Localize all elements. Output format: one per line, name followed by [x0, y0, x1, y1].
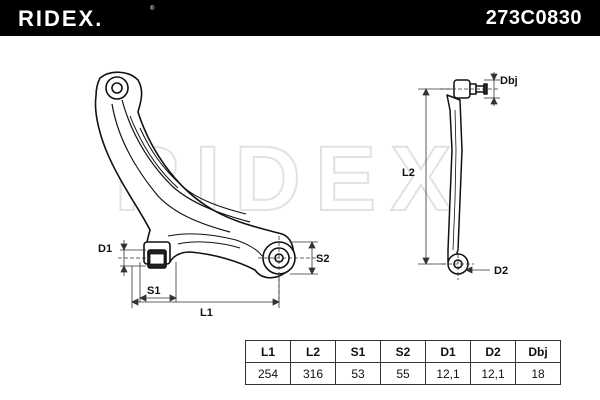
- spec-value-cell: 12,1: [425, 362, 471, 385]
- side-view-arm: [446, 79, 488, 275]
- brand-logo: RIDEX.: [18, 6, 104, 31]
- spec-header-cell: L1: [245, 340, 291, 363]
- label-dbj: Dbj: [500, 75, 518, 87]
- dimension-dbj: [484, 72, 500, 106]
- spec-header-cell: D1: [425, 340, 471, 363]
- dimension-l1: [131, 266, 280, 308]
- spec-table-header-row: L1 L2 S1 S2 D1 D2 Dbj: [245, 340, 561, 363]
- spec-value-cell: 316: [290, 362, 336, 385]
- spec-header-cell: D2: [470, 340, 516, 363]
- registered-mark: ®: [150, 6, 155, 12]
- spec-table-value-row: 254 316 53 55 12,1 12,1 18: [245, 362, 561, 385]
- dimension-d1: [120, 240, 146, 276]
- label-s2: S2: [316, 253, 329, 265]
- spec-header-cell: Dbj: [515, 340, 561, 363]
- header-bar: RIDEX. ® 273C0830: [0, 0, 600, 36]
- dimension-s1: [139, 262, 177, 302]
- spec-header-cell: S1: [335, 340, 381, 363]
- dimension-d2: [465, 266, 490, 274]
- spec-value-cell: 12,1: [470, 362, 516, 385]
- technical-drawing: RIDEX D1: [94, 71, 518, 319]
- spec-value-cell: 53: [335, 362, 381, 385]
- upper-bushing: [105, 76, 129, 100]
- spec-value-cell: 254: [245, 362, 291, 385]
- label-d2: D2: [494, 265, 508, 277]
- label-l1: L1: [200, 307, 213, 319]
- spec-header-cell: L2: [290, 340, 336, 363]
- part-number: 273C0830: [485, 7, 582, 29]
- spec-value-cell: 55: [380, 362, 426, 385]
- spec-header-cell: S2: [380, 340, 426, 363]
- centerlines: [118, 236, 320, 300]
- spec-value-cell: 18: [515, 362, 561, 385]
- control-arm: [94, 71, 295, 279]
- label-s1: S1: [147, 285, 160, 297]
- label-d1: D1: [98, 243, 112, 255]
- dimension-l2: [418, 88, 452, 265]
- spec-table: L1 L2 S1 S2 D1 D2 Dbj 254 316 53 55 12,1…: [245, 340, 561, 385]
- label-l2: L2: [402, 167, 415, 179]
- dimension-s2: [290, 241, 318, 275]
